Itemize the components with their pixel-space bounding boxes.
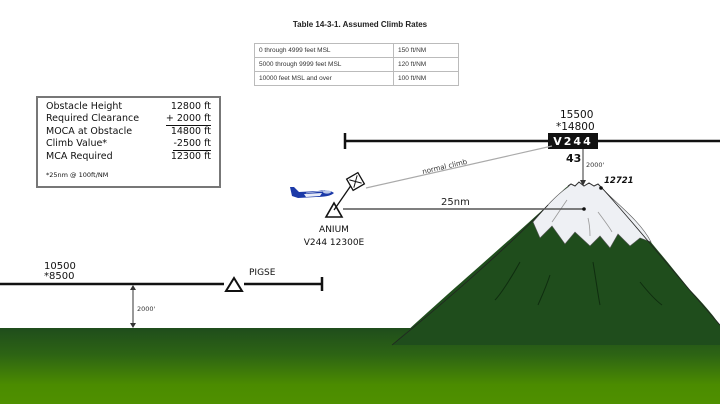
mountain-left-ridge — [391, 204, 549, 346]
mountain — [392, 186, 720, 345]
obstacle-dot — [599, 186, 603, 190]
rate-cell: 100 ft/NM — [393, 71, 459, 86]
pigse-fix-label: PIGSE — [249, 268, 276, 278]
calc-row: MOCA at Obstacle 14800 ft — [46, 126, 211, 138]
calc-row: MCA Required 12300 ft — [46, 151, 211, 163]
table-row: 10000 feet MSL and over 100 ft/NM — [254, 71, 459, 86]
mountain-right-ridge — [601, 187, 720, 326]
right-moca-label: *14800 — [556, 121, 595, 133]
anium-fix-label: ANIUM — [319, 225, 349, 235]
arrow-head-icon — [130, 323, 136, 328]
normal-climb-line — [365, 145, 553, 189]
left-mea-label: 10500 — [44, 261, 76, 272]
distance-label: 25nm — [441, 197, 470, 208]
left-moca-label: *8500 — [44, 271, 74, 282]
calc-value: + 2000 ft — [165, 113, 211, 126]
calc-value: -2500 ft — [173, 138, 211, 151]
calc-label: Obstacle Height — [46, 101, 123, 112]
arrow-head-icon — [580, 180, 586, 186]
airway-label: V244 — [553, 135, 592, 148]
airplane-icon — [290, 187, 334, 198]
arrow-head-icon — [130, 285, 136, 290]
snow-crevices — [551, 199, 613, 237]
anium-mca-label: V244 12300E — [304, 238, 365, 248]
distance-end-dot — [582, 207, 586, 211]
mca-calculation-box: Obstacle Height 12800 ft Required Clearan… — [36, 96, 221, 188]
calc-value: 12800 ft — [170, 101, 211, 112]
segment-distance-label: 43 — [566, 152, 581, 165]
right-mea-label: 15500 — [560, 109, 593, 121]
calc-value: 12300 ft — [170, 151, 211, 162]
climb-rates-table: 0 through 4999 feet MSL 150 ft/NM 5000 t… — [254, 43, 459, 86]
calc-label: Climb Value* — [46, 138, 108, 149]
pigse-fix-icon — [224, 276, 244, 292]
calc-row: Required Clearance + 2000 ft — [46, 113, 211, 126]
calc-value: 14800 ft — [170, 126, 211, 137]
table-title: Table 14-3-1. Assumed Climb Rates — [292, 20, 428, 29]
calc-row: Obstacle Height 12800 ft — [46, 101, 211, 113]
left-clearance-label: 2000' — [137, 305, 156, 313]
obstacle-elevation-label: 12721 — [604, 176, 634, 186]
altitude-cell: 10000 feet MSL and over — [254, 71, 394, 86]
calc-label: MOCA at Obstacle — [46, 126, 133, 137]
right-clearance-label: 2000' — [586, 161, 605, 169]
calc-footnote: *25nm @ 100ft/NM — [46, 171, 109, 179]
normal-climb-label: normal climb — [422, 158, 469, 176]
airway-label-box — [548, 133, 598, 149]
calc-row: Climb Value* -2500 ft — [46, 138, 211, 151]
calc-label: Required Clearance — [46, 113, 140, 124]
mountain-peak-outline — [567, 181, 603, 189]
mountain-crevices — [494, 261, 663, 306]
calc-label: MCA Required — [46, 151, 113, 162]
mca-flag-icon — [333, 171, 366, 211]
